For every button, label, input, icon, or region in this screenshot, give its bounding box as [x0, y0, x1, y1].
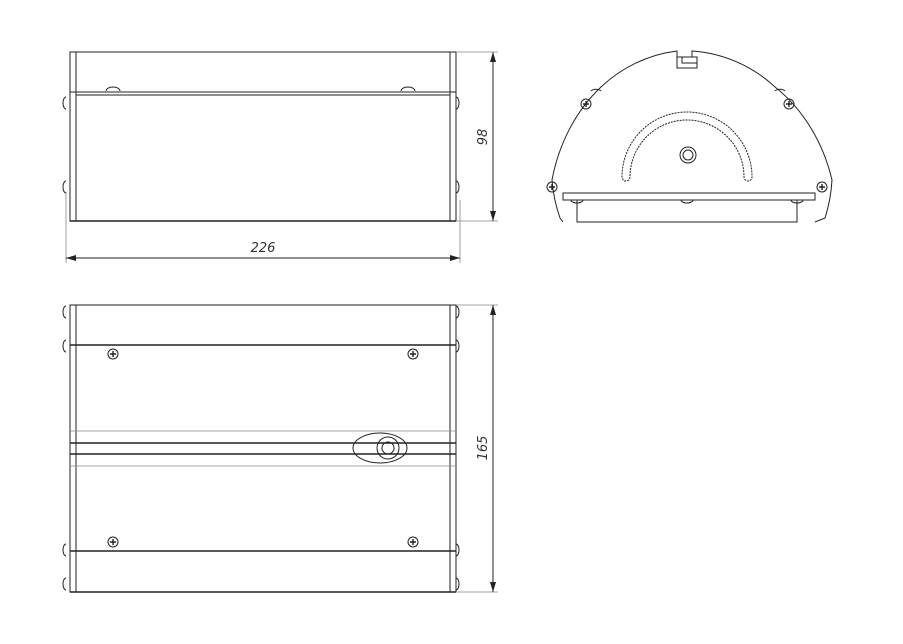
side-view — [546, 50, 833, 223]
top-view — [62, 304, 460, 593]
dimension-label-165: 165 — [476, 436, 491, 461]
dimension-height: 98 — [456, 51, 498, 222]
dimension-width: 226 — [65, 192, 461, 263]
dimension-label-98: 98 — [476, 129, 491, 146]
front-view — [62, 51, 460, 222]
dimension-label-226: 226 — [251, 241, 276, 256]
dimension-depth: 165 — [456, 304, 498, 593]
